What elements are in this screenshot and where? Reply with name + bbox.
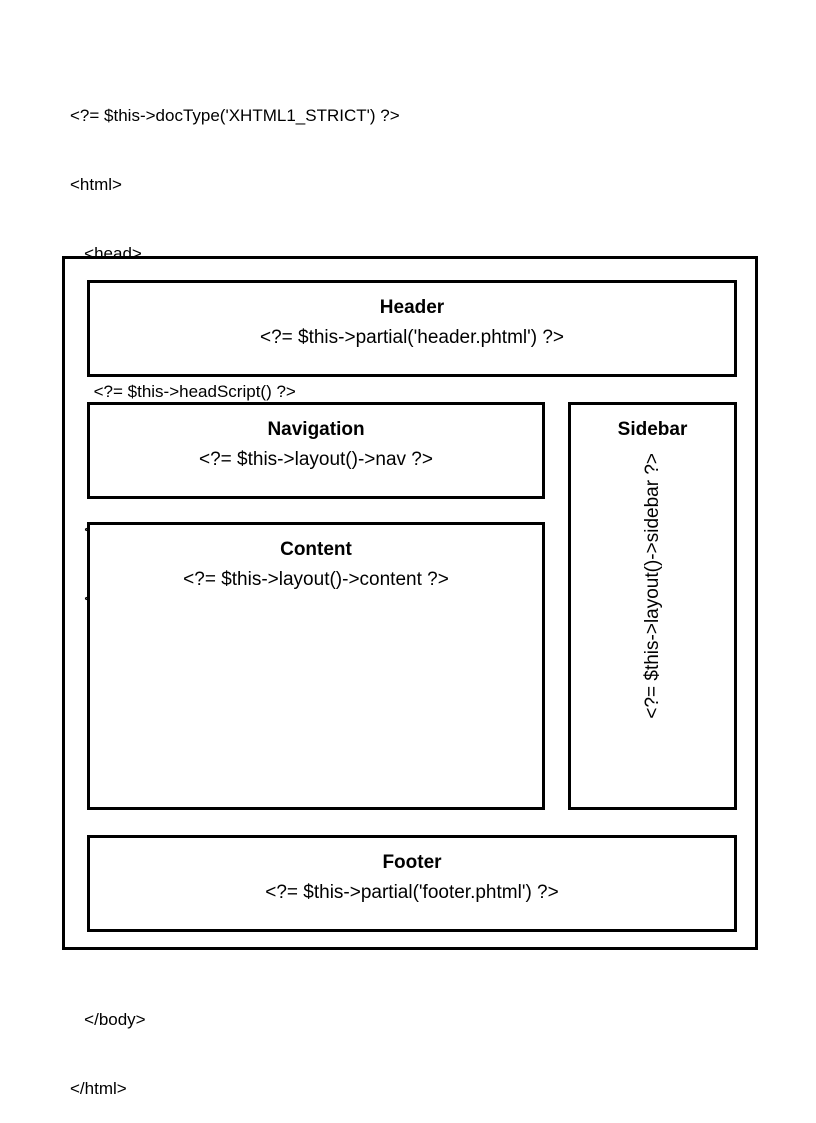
- region-content: Content <?= $this->layout()->content ?>: [87, 522, 545, 810]
- region-sidebar-code: <?= $this->layout()->sidebar ?>: [642, 453, 663, 719]
- region-navigation-title: Navigation: [267, 419, 365, 440]
- region-navigation-code: <?= $this->layout()->nav ?>: [199, 449, 433, 470]
- region-footer-title: Footer: [382, 852, 442, 873]
- region-header-title: Header: [379, 297, 445, 318]
- region-content-title: Content: [280, 539, 352, 560]
- code-line-html-close: </html>: [70, 1079, 127, 1098]
- code-line-body-close: </body>: [70, 1010, 146, 1029]
- region-sidebar-title: Sidebar: [617, 419, 688, 440]
- region-content-code: <?= $this->layout()->content ?>: [183, 569, 449, 590]
- code-line-doctype: <?= $this->docType('XHTML1_STRICT') ?>: [70, 106, 400, 125]
- region-header: Header <?= $this->partial('header.phtml'…: [87, 280, 737, 377]
- region-sidebar: Sidebar <?= $this->layout()->sidebar ?>: [568, 402, 737, 810]
- code-line-head-script: <?= $this->headScript() ?>: [70, 382, 296, 401]
- region-footer: Footer <?= $this->partial('footer.phtml'…: [87, 835, 737, 932]
- region-sidebar-code-wrap: <?= $this->layout()->sidebar ?>: [571, 453, 734, 801]
- code-line-html-open: <html>: [70, 175, 122, 194]
- region-header-code: <?= $this->partial('header.phtml') ?>: [259, 327, 565, 348]
- code-block-bottom: </body> </html>: [70, 962, 146, 1123]
- region-footer-code: <?= $this->partial('footer.phtml') ?>: [265, 882, 559, 903]
- layout-diagram-container: Header <?= $this->partial('header.phtml'…: [62, 256, 758, 950]
- region-navigation: Navigation <?= $this->layout()->nav ?>: [87, 402, 545, 499]
